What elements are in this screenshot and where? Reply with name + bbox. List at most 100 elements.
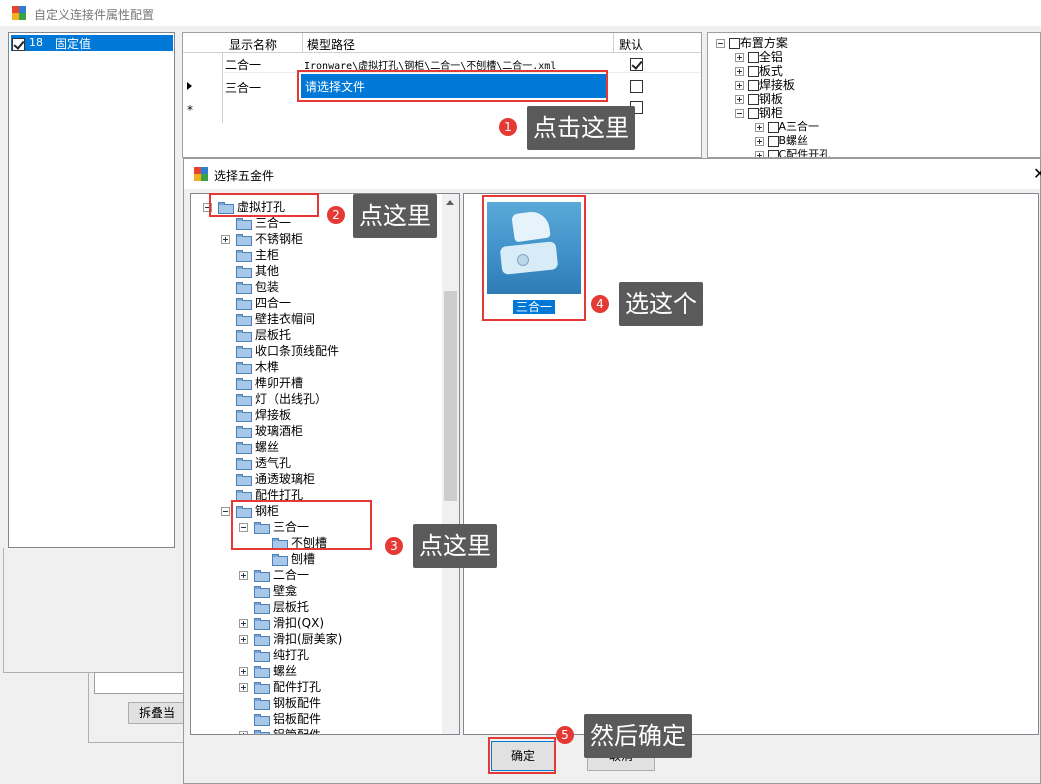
- tree-checkbox[interactable]: [747, 108, 759, 119]
- expand-icon[interactable]: [239, 683, 248, 692]
- expand-icon[interactable]: [239, 619, 248, 628]
- expand-icon[interactable]: [239, 731, 248, 734]
- tree-node[interactable]: 灯（出线孔）: [221, 391, 327, 407]
- tree-item[interactable]: B螺丝: [755, 133, 808, 149]
- tree-node[interactable]: 纯打孔: [239, 647, 309, 663]
- tree-node[interactable]: 木榫: [221, 359, 279, 375]
- tree-item[interactable]: 全铝: [735, 49, 783, 65]
- expand-icon[interactable]: [735, 95, 744, 104]
- expand-icon[interactable]: [221, 235, 230, 244]
- table-row[interactable]: 三合一 请选择文件: [223, 73, 701, 99]
- tree-node[interactable]: 虚拟打孔: [203, 199, 285, 215]
- tree-node[interactable]: 其他: [221, 263, 279, 279]
- scrollbar-thumb[interactable]: [444, 291, 457, 501]
- tree-node[interactable]: 三合一: [221, 215, 291, 231]
- tree-checkbox[interactable]: [747, 52, 759, 63]
- thumbnail-item[interactable]: 三合一: [485, 200, 583, 318]
- tree-item[interactable]: 板式: [735, 63, 783, 79]
- expand-icon[interactable]: [755, 122, 764, 132]
- collapse-icon[interactable]: [239, 523, 248, 532]
- annotation-box-1: [297, 70, 608, 102]
- tree-node[interactable]: 配件打孔: [239, 679, 321, 695]
- tree-item[interactable]: A三合一: [755, 119, 819, 135]
- header-model-path[interactable]: 模型路径: [307, 38, 356, 52]
- tree-node-label: 焊接板: [255, 408, 292, 422]
- right-tree[interactable]: 布置方案 全铝 板式 焊接板 钢板 钢柜 A三合一 B螺丝 C配件开孔: [707, 32, 1041, 158]
- tree-node[interactable]: 四合一: [221, 295, 291, 311]
- row-model-path[interactable]: Ironware\虚拟打孔\钢柜\二合一\不刨槽\二合一.xml: [304, 61, 557, 72]
- row-default-checkbox[interactable]: [630, 80, 643, 93]
- tree-checkbox[interactable]: [767, 121, 779, 133]
- close-icon[interactable]: ✕: [1033, 164, 1041, 183]
- tree-node[interactable]: 收口条顶线配件: [221, 343, 339, 359]
- tree-node[interactable]: 通透玻璃柜: [221, 471, 315, 487]
- tree-scrollbar[interactable]: [442, 194, 459, 734]
- row-display-name[interactable]: 二合一: [225, 58, 262, 72]
- tree-checkbox[interactable]: [747, 66, 759, 77]
- tree-checkbox[interactable]: [767, 135, 779, 147]
- tree-node[interactable]: 层板托: [239, 599, 309, 615]
- ok-button[interactable]: 确定: [491, 741, 555, 771]
- expand-icon[interactable]: [239, 571, 248, 580]
- tree-node[interactable]: 钢板配件: [239, 695, 321, 711]
- tree-node[interactable]: 螺丝: [221, 439, 279, 455]
- row-display-name[interactable]: 三合一: [225, 81, 262, 95]
- expand-icon[interactable]: [735, 67, 744, 76]
- tree-node[interactable]: 层板托: [221, 327, 291, 343]
- tree-node[interactable]: 二合一: [239, 567, 309, 583]
- expand-icon[interactable]: [735, 53, 744, 62]
- expand-icon[interactable]: [239, 635, 248, 644]
- tree-node[interactable]: 滑扣(厨美家): [239, 631, 342, 647]
- tree-node[interactable]: 壁龛: [239, 583, 297, 599]
- tree-node[interactable]: 透气孔: [221, 455, 291, 471]
- tree-node[interactable]: 不刨槽: [257, 535, 327, 551]
- thumbnail-pane[interactable]: 三合一: [463, 193, 1039, 735]
- left-list-checkbox[interactable]: [12, 38, 25, 51]
- tree-node[interactable]: 榫卯开槽: [221, 375, 303, 391]
- tree-item[interactable]: 布置方案: [716, 35, 788, 51]
- tree-checkbox[interactable]: [747, 80, 759, 91]
- expand-icon[interactable]: [239, 667, 248, 676]
- expand-icon[interactable]: [755, 136, 764, 146]
- tree-node[interactable]: 铝板配件: [239, 711, 321, 727]
- tree-checkbox[interactable]: [767, 149, 779, 157]
- tree-node[interactable]: 壁挂衣帽间: [221, 311, 315, 327]
- tree-node[interactable]: 包装: [221, 279, 279, 295]
- tree-node[interactable]: 滑扣(QX): [239, 615, 324, 631]
- tree-node[interactable]: 刨槽: [257, 551, 315, 567]
- tree-item[interactable]: 焊接板: [735, 77, 795, 93]
- folder-icon: [254, 713, 270, 726]
- tree-node[interactable]: 螺丝: [239, 663, 297, 679]
- table-row[interactable]: 二合一 Ironware\虚拟打孔\钢柜\二合一\不刨槽\二合一.xml: [223, 53, 701, 73]
- tree-item[interactable]: 钢板: [735, 91, 783, 107]
- collapse-current-button[interactable]: 拆叠当前: [128, 702, 184, 724]
- left-list-item[interactable]: 18 固定值: [11, 35, 173, 51]
- left-list[interactable]: 18 固定值: [8, 32, 175, 548]
- model-path-input[interactable]: 请选择文件: [301, 74, 608, 98]
- expand-icon[interactable]: [755, 150, 764, 157]
- hardware-tree[interactable]: 虚拟打孔三合一不锈钢柜主柜其他包装四合一壁挂衣帽间层板托收口条顶线配件木榫榫卯开…: [190, 193, 460, 735]
- tree-checkbox[interactable]: [747, 94, 759, 105]
- dialog-title-bar: 选择五金件 ✕: [184, 159, 1041, 189]
- expand-icon[interactable]: [735, 81, 744, 90]
- collapse-icon[interactable]: [716, 39, 725, 48]
- header-default[interactable]: 默认: [619, 38, 644, 52]
- row-default-checkbox[interactable]: [630, 58, 643, 71]
- tree-node[interactable]: 焊接板: [221, 407, 291, 423]
- tree-node[interactable]: 主柜: [221, 247, 279, 263]
- header-display-name[interactable]: 显示名称: [229, 38, 278, 52]
- tree-node-label: 壁龛: [273, 584, 298, 598]
- scroll-up-arrow-icon[interactable]: [446, 200, 454, 205]
- tree-checkbox[interactable]: [728, 38, 740, 49]
- tree-item[interactable]: C配件开孔: [755, 147, 830, 157]
- tree-node[interactable]: 玻璃酒柜: [221, 423, 303, 439]
- collapse-icon[interactable]: [735, 109, 744, 118]
- collapse-icon[interactable]: [221, 507, 230, 516]
- folder-icon: [254, 585, 270, 598]
- collapse-icon[interactable]: [203, 203, 212, 212]
- tree-item[interactable]: 钢柜: [735, 105, 783, 121]
- tree-node[interactable]: 铝管配件: [239, 727, 321, 734]
- tree-node[interactable]: 三合一: [239, 519, 309, 535]
- tree-node[interactable]: 不锈钢柜: [221, 231, 303, 247]
- tree-node[interactable]: 钢柜: [221, 503, 279, 519]
